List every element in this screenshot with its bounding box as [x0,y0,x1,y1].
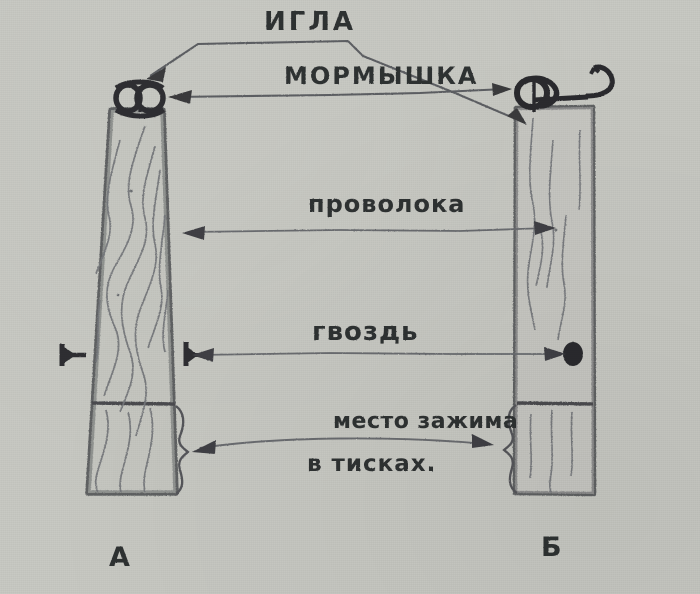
label-clamp-line-2: в тисках. [307,451,436,477]
leader-nail [192,347,566,362]
right-post-fill [515,107,594,494]
right-post-clamp-divider [516,401,594,406]
label-needle: ИГЛА [264,7,356,37]
grain-speck [554,228,558,232]
label-post-a: А [109,542,130,573]
grain-speck [116,293,120,297]
leader-needle [146,39,527,125]
label-jig: МОРМЫШКА [284,62,478,90]
left-post-clamp-divider [91,401,176,406]
right-post-clamp-brace [502,404,518,494]
left-wooden-post [85,107,179,496]
left-post-wood-grain [94,125,169,493]
leader-wire [182,221,556,240]
sewing-needle [514,64,615,112]
label-nail: гвоздь [312,317,418,347]
nail-right [563,342,583,366]
nail-left-outer [59,344,86,366]
right-post-wood-grain [526,117,581,494]
leader-clamp [192,434,494,454]
left-post-clamp-brace [175,405,190,495]
grain-speck [129,189,133,193]
leader-jig [168,83,512,104]
label-clamp-line-1: место зажима [333,409,518,434]
label-post-b: Б [541,532,562,563]
fishing-jig [113,79,166,119]
label-wire: проволока [308,190,465,218]
right-wooden-post [512,104,597,497]
